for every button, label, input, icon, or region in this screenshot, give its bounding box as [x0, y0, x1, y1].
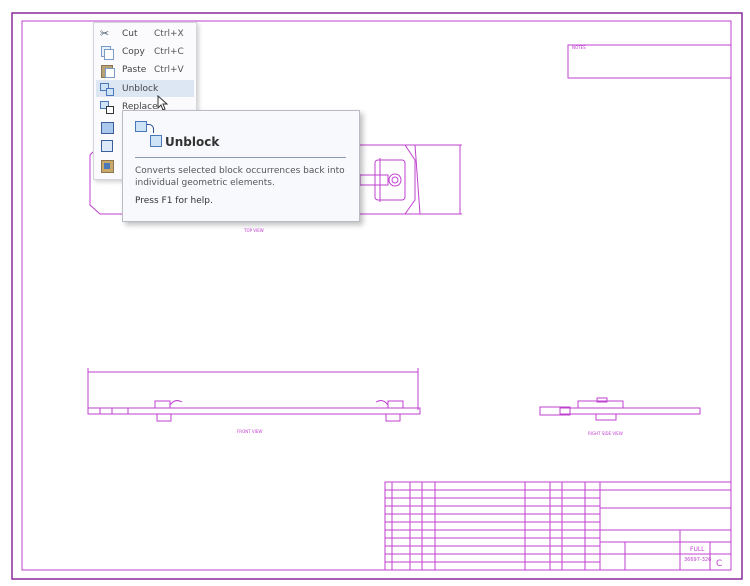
sheet-inner-border — [21, 20, 732, 571]
title-block — [384, 481, 732, 571]
unblock-large-icon — [135, 121, 165, 149]
notes-box — [567, 44, 732, 79]
drawing-number: 36697-326 — [684, 557, 711, 563]
notes-title: NOTES — [572, 45, 586, 50]
scissors-icon: ✂ — [100, 26, 110, 40]
menu-item-cut[interactable]: ✂ Cut Ctrl+X — [100, 26, 184, 40]
mouse-cursor-icon — [157, 95, 169, 111]
unblock-icon — [100, 82, 114, 96]
top-view-label: TOP VIEW — [243, 228, 264, 233]
tooltip-description: Converts selected block occurrences back… — [135, 166, 345, 188]
block-edit-icon — [100, 121, 114, 134]
menu-item-replace[interactable]: Replace — [96, 98, 194, 115]
unblock-tooltip: Unblock Converts selected block occurren… — [122, 110, 360, 222]
menu-item-block-properties[interactable] — [96, 136, 194, 153]
view-labels: TOP VIEW FRONT VIEW RIGHT SIDE VIEW NOTE… — [237, 45, 722, 569]
properties-icon — [100, 159, 114, 173]
right-side-view-label: RIGHT SIDE VIEW — [588, 431, 623, 436]
copy-icon — [100, 45, 114, 60]
menu-item-paste[interactable]: Paste Ctrl+V — [96, 61, 194, 78]
menu-item-unblock[interactable]: Unblock — [96, 80, 194, 97]
scale-value: FULL — [690, 546, 705, 553]
sheet-size: C — [716, 559, 722, 569]
top-view — [89, 144, 462, 215]
block-properties-icon — [100, 139, 114, 152]
menu-item-copy[interactable]: Copy Ctrl+C — [96, 43, 194, 60]
paste-icon — [100, 64, 115, 78]
replace-icon — [100, 100, 114, 114]
right-side-view — [539, 397, 701, 421]
sheet-outer-frame — [11, 12, 743, 580]
tooltip-title: Unblock — [165, 135, 220, 149]
menu-item-block-edit[interactable] — [96, 118, 194, 135]
tooltip-divider — [135, 157, 346, 158]
tooltip-help: Press F1 for help. — [135, 196, 213, 206]
front-view — [87, 368, 421, 422]
front-view-label: FRONT VIEW — [237, 429, 262, 434]
menu-item-properties[interactable] — [96, 156, 194, 173]
